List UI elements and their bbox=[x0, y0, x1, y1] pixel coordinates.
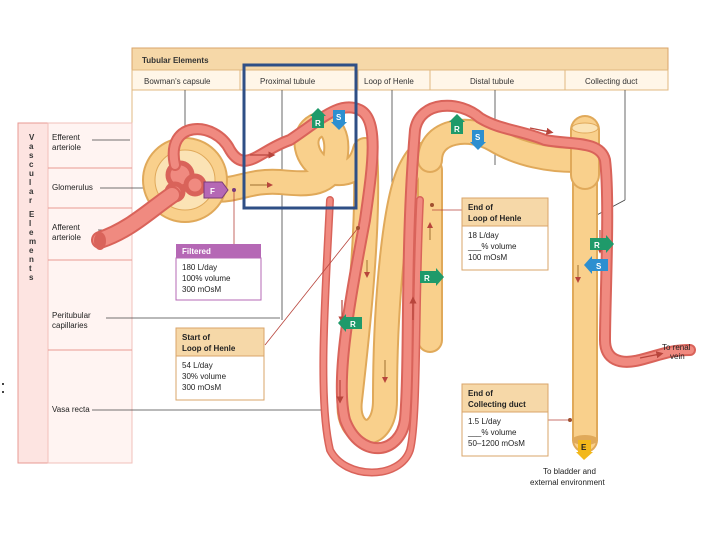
reabsorption-marker-collecting-duct: R bbox=[590, 235, 614, 253]
reabsorption-marker-ascending-limb: R bbox=[420, 268, 444, 286]
efferent-arteriole-label-1: Efferent bbox=[52, 133, 81, 142]
vascular-letter: a bbox=[29, 187, 34, 196]
afferent-arteriole-label-2: arteriole bbox=[52, 233, 81, 242]
excretion-marker: E bbox=[576, 440, 593, 460]
svg-text:Loop of Henle: Loop of Henle bbox=[182, 344, 236, 353]
segment-loop-of-henle: Loop of Henle bbox=[364, 77, 414, 86]
svg-text:R: R bbox=[424, 274, 430, 283]
svg-text:18 L/day: 18 L/day bbox=[468, 231, 499, 240]
svg-text:End of: End of bbox=[468, 389, 493, 398]
svg-text:E: E bbox=[581, 443, 587, 452]
segment-distal-tubule: Distal tubule bbox=[470, 77, 515, 86]
svg-text:50–1200 mOsM: 50–1200 mOsM bbox=[468, 439, 525, 448]
vascular-letter: u bbox=[29, 169, 34, 178]
svg-text:1.5 L/day: 1.5 L/day bbox=[468, 417, 501, 426]
vascular-letter: l bbox=[29, 219, 31, 228]
reabsorption-marker-distal: R bbox=[449, 114, 465, 134]
vascular-letter: e bbox=[29, 228, 34, 237]
vascular-letter: n bbox=[29, 255, 34, 264]
reabsorption-marker-descending-limb: R bbox=[338, 314, 362, 332]
secretion-marker-proximal: S bbox=[331, 110, 347, 130]
to-bladder-label-1: To bladder and bbox=[543, 467, 596, 476]
vascular-letter: m bbox=[29, 237, 36, 246]
svg-text:S: S bbox=[336, 113, 342, 122]
glomerulus-label: Glomerulus bbox=[52, 183, 93, 192]
vascular-letter: E bbox=[29, 210, 35, 219]
vasa-recta-label: Vasa recta bbox=[52, 405, 90, 414]
vascular-letter: s bbox=[29, 151, 34, 160]
svg-text:S: S bbox=[596, 262, 602, 271]
svg-text:100 mOsM: 100 mOsM bbox=[468, 253, 507, 262]
vascular-letter: t bbox=[29, 264, 32, 273]
secretion-marker-distal: S bbox=[470, 130, 486, 150]
svg-text:___% volume: ___% volume bbox=[467, 428, 517, 437]
svg-text:Start of: Start of bbox=[182, 333, 210, 342]
edge-mark bbox=[2, 383, 4, 393]
vascular-letter: e bbox=[29, 246, 34, 255]
peritubular-capillaries-label-1: Peritubular bbox=[52, 311, 91, 320]
vascular-letter: s bbox=[29, 273, 34, 282]
filtration-marker: F bbox=[203, 181, 229, 199]
end-of-loop-callout: End of Loop of Henle 18 L/day ___% volum… bbox=[461, 197, 549, 271]
svg-text:S: S bbox=[475, 133, 481, 142]
segment-proximal-tubule: Proximal tubule bbox=[260, 77, 316, 86]
vascular-letter: l bbox=[29, 178, 31, 187]
svg-text:Loop of Henle: Loop of Henle bbox=[468, 214, 522, 223]
svg-text:Collecting duct: Collecting duct bbox=[468, 400, 526, 409]
afferent-arteriole-label-1: Afferent bbox=[52, 223, 81, 232]
reabsorption-marker-proximal: R bbox=[310, 108, 326, 128]
segment-bowmans-capsule: Bowman's capsule bbox=[144, 77, 211, 86]
start-of-loop-callout: Start of Loop of Henle 54 L/day 30% volu… bbox=[175, 327, 265, 401]
vascular-letter: r bbox=[29, 196, 32, 205]
svg-text:R: R bbox=[315, 119, 321, 128]
efferent-arteriole-label-2: arteriole bbox=[52, 143, 81, 152]
vascular-letter: a bbox=[29, 142, 34, 151]
svg-text:End of: End of bbox=[468, 203, 493, 212]
proximal-tubule-highlight-box bbox=[242, 63, 358, 210]
svg-text:30% volume: 30% volume bbox=[182, 372, 227, 381]
to-renal-vein-label-2: vein bbox=[670, 352, 685, 361]
peritubular-capillaries-label-2: capillaries bbox=[52, 321, 88, 330]
svg-text:180 L/day: 180 L/day bbox=[182, 263, 217, 272]
to-bladder-label-2: external environment bbox=[530, 478, 605, 487]
vascular-letter: c bbox=[29, 160, 34, 169]
to-renal-vein-label-1: To renal bbox=[662, 343, 691, 352]
svg-text:300 mOsM: 300 mOsM bbox=[182, 285, 221, 294]
vascular-letter: V bbox=[29, 133, 35, 142]
svg-text:F: F bbox=[210, 187, 215, 196]
svg-text:100% volume: 100% volume bbox=[182, 274, 231, 283]
svg-text:___% volume: ___% volume bbox=[467, 242, 517, 251]
svg-text:300 mOsM: 300 mOsM bbox=[182, 383, 221, 392]
svg-text:Filtered: Filtered bbox=[182, 247, 211, 256]
svg-text:R: R bbox=[454, 125, 460, 134]
secretion-marker-collecting-duct: S bbox=[584, 256, 608, 274]
end-of-collecting-duct-callout: End of Collecting duct 1.5 L/day ___% vo… bbox=[461, 383, 549, 457]
tubular-header-text: Tubular Elements bbox=[142, 56, 209, 65]
segment-collecting-duct: Collecting duct bbox=[585, 77, 638, 86]
tubular-header-bar bbox=[131, 47, 669, 71]
svg-text:R: R bbox=[594, 241, 600, 250]
filtered-callout: Filtered 180 L/day 100% volume 300 mOsM bbox=[175, 244, 262, 301]
svg-text:R: R bbox=[350, 320, 356, 329]
svg-text:54 L/day: 54 L/day bbox=[182, 361, 213, 370]
